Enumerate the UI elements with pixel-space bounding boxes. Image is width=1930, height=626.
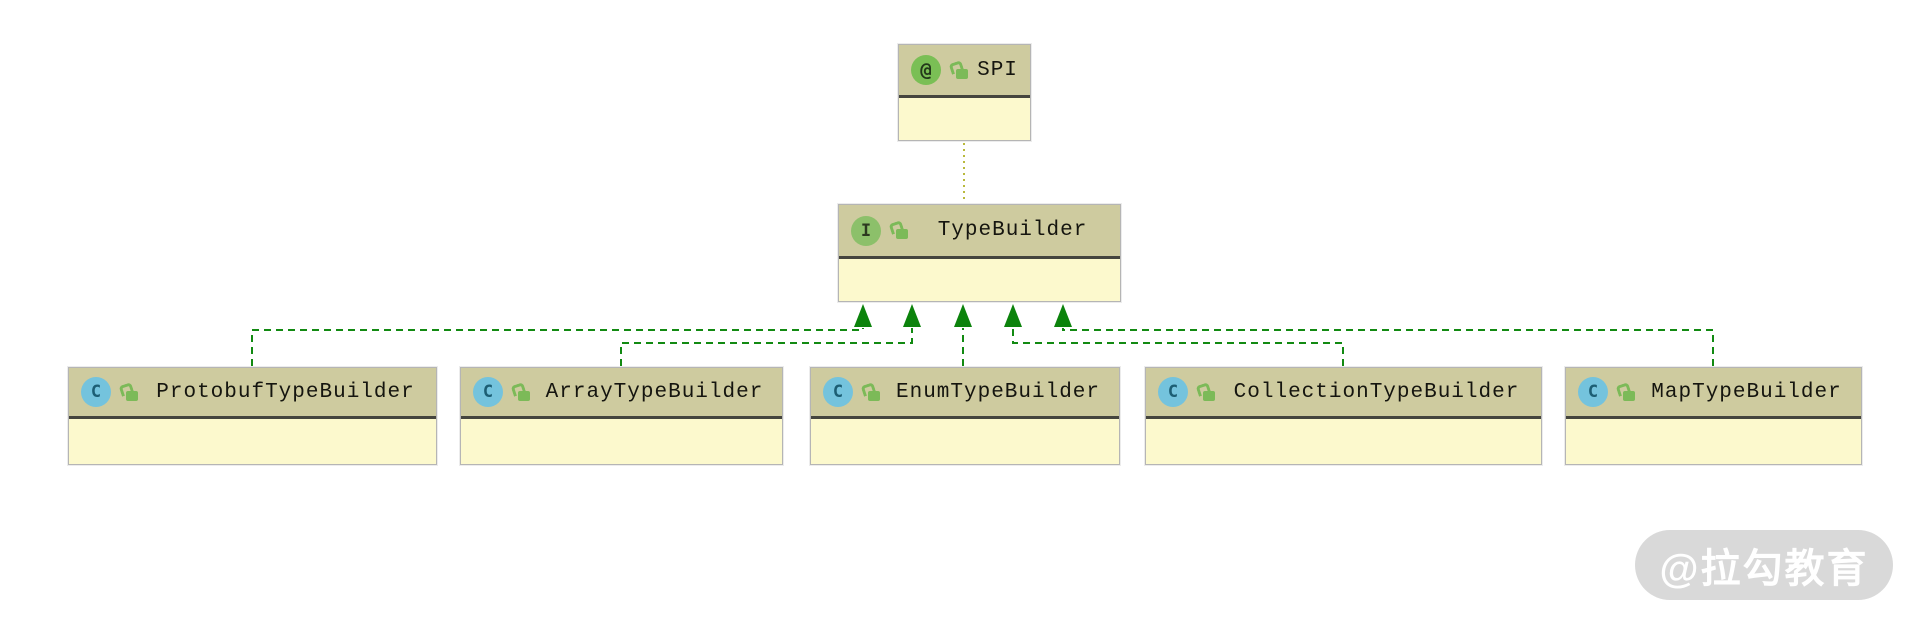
node-arraytypebuilder-header: C ArrayTypeBuilder bbox=[461, 368, 782, 419]
node-collectiontypebuilder-body bbox=[1146, 419, 1541, 464]
node-collectiontypebuilder[interactable]: C CollectionTypeBuilder bbox=[1145, 367, 1542, 465]
node-protobuftypebuilder[interactable]: C ProtobufTypeBuilder bbox=[68, 367, 437, 465]
node-typebuilder[interactable]: I TypeBuilder bbox=[838, 204, 1121, 302]
arrowhead-enum bbox=[954, 304, 972, 327]
class-icon: C bbox=[1578, 377, 1608, 407]
node-spi[interactable]: @ SPI bbox=[898, 44, 1031, 141]
watermark-badge: @拉勾教育 bbox=[1635, 530, 1893, 600]
node-arraytypebuilder-body bbox=[461, 419, 782, 464]
open-lock-icon bbox=[1615, 381, 1635, 401]
class-icon: C bbox=[1158, 377, 1188, 407]
class-icon: C bbox=[473, 377, 503, 407]
node-arraytypebuilder[interactable]: C ArrayTypeBuilder bbox=[460, 367, 783, 465]
arrowhead-map bbox=[1054, 304, 1072, 327]
open-lock-icon bbox=[118, 381, 138, 401]
node-protobuftypebuilder-body bbox=[69, 419, 436, 464]
edge-collection-to-typebuilder bbox=[1012, 328, 1344, 366]
arrowhead-collection bbox=[1004, 304, 1022, 327]
node-maptypebuilder[interactable]: C MapTypeBuilder bbox=[1565, 367, 1862, 465]
node-enumtypebuilder[interactable]: C EnumTypeBuilder bbox=[810, 367, 1120, 465]
edge-protobuf-to-typebuilder bbox=[251, 328, 864, 366]
node-protobuftypebuilder-header: C ProtobufTypeBuilder bbox=[69, 368, 436, 419]
open-lock-icon bbox=[860, 381, 880, 401]
interface-icon: I bbox=[851, 215, 881, 246]
node-maptypebuilder-header: C MapTypeBuilder bbox=[1566, 368, 1861, 419]
open-lock-icon bbox=[888, 220, 908, 239]
class-icon: C bbox=[823, 377, 853, 407]
node-typebuilder-title: TypeBuilder bbox=[937, 219, 1088, 242]
node-protobuftypebuilder-title: ProtobufTypeBuilder bbox=[156, 380, 415, 404]
open-lock-icon bbox=[1195, 381, 1215, 401]
class-icon: C bbox=[81, 377, 111, 407]
edge-array-to-typebuilder bbox=[620, 328, 913, 366]
node-spi-title: SPI bbox=[977, 58, 1018, 82]
open-lock-icon bbox=[948, 59, 968, 79]
node-collectiontypebuilder-title: CollectionTypeBuilder bbox=[1233, 380, 1520, 404]
open-lock-icon bbox=[510, 381, 530, 401]
node-spi-header: @ SPI bbox=[899, 45, 1030, 98]
arrowhead-protobuf bbox=[854, 304, 872, 327]
node-enumtypebuilder-body bbox=[811, 419, 1119, 464]
node-typebuilder-header: I TypeBuilder bbox=[839, 205, 1120, 259]
node-collectiontypebuilder-header: C CollectionTypeBuilder bbox=[1146, 368, 1541, 419]
node-typebuilder-body bbox=[839, 259, 1120, 301]
node-maptypebuilder-body bbox=[1566, 419, 1861, 464]
arrowhead-array bbox=[903, 304, 921, 327]
watermark-text: @拉勾教育 bbox=[1659, 547, 1869, 591]
node-spi-body bbox=[899, 98, 1030, 140]
annotation-icon: @ bbox=[911, 55, 941, 85]
edge-map-to-typebuilder bbox=[1062, 328, 1714, 366]
node-enumtypebuilder-header: C EnumTypeBuilder bbox=[811, 368, 1119, 419]
node-enumtypebuilder-title: EnumTypeBuilder bbox=[895, 380, 1101, 404]
node-arraytypebuilder-title: ArrayTypeBuilder bbox=[545, 380, 764, 404]
node-maptypebuilder-title: MapTypeBuilder bbox=[1651, 380, 1842, 404]
